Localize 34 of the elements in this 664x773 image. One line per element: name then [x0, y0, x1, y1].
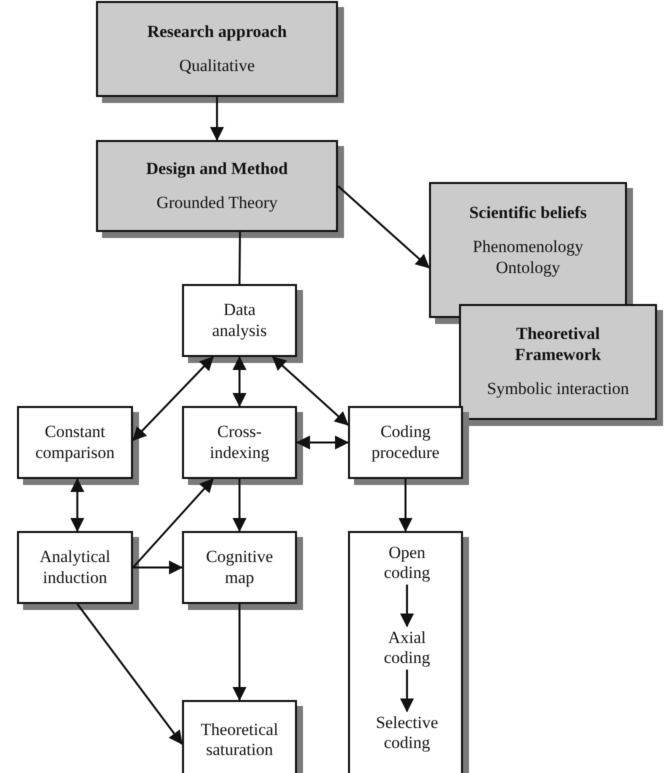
box-text: Coding procedure [370, 422, 440, 463]
arrow [272, 356, 349, 426]
step-label: Selective coding [362, 709, 452, 757]
box-text: Phenomenology Ontology [472, 237, 584, 278]
arrow [400, 670, 414, 712]
arrow [296, 436, 349, 450]
arrow [400, 584, 414, 628]
box-text: Constant comparison [34, 422, 116, 463]
arrow [70, 478, 84, 532]
box-heading: Research approach [147, 22, 287, 42]
box-heading: Theoretival Framework [514, 324, 602, 366]
connector-line [238, 232, 241, 284]
arrow [132, 356, 214, 442]
box-heading: Scientific beliefs [469, 203, 587, 224]
arrow [210, 97, 224, 141]
arrow [232, 604, 246, 701]
box-text: Symbolic interaction [486, 379, 630, 400]
box-text: Theoretical saturation [200, 720, 280, 760]
arrow [132, 478, 214, 568]
box-text: Analytical induction [38, 547, 112, 588]
box-heading: Design and Method [146, 158, 288, 179]
box-text: Qualitative [179, 56, 255, 76]
box-text: Cross-indexing [208, 422, 270, 463]
arrow [232, 356, 246, 407]
box-text: Grounded Theory [156, 193, 278, 214]
box-text: Data analysis [211, 300, 268, 341]
arrow [76, 603, 183, 745]
arrow [232, 479, 246, 532]
arrow [337, 185, 430, 268]
arrow [398, 479, 412, 532]
box-text: Cognitive map [204, 547, 274, 588]
step-label: Open coding [372, 539, 442, 587]
arrow [133, 560, 183, 574]
step-label: Axial coding [372, 624, 442, 672]
